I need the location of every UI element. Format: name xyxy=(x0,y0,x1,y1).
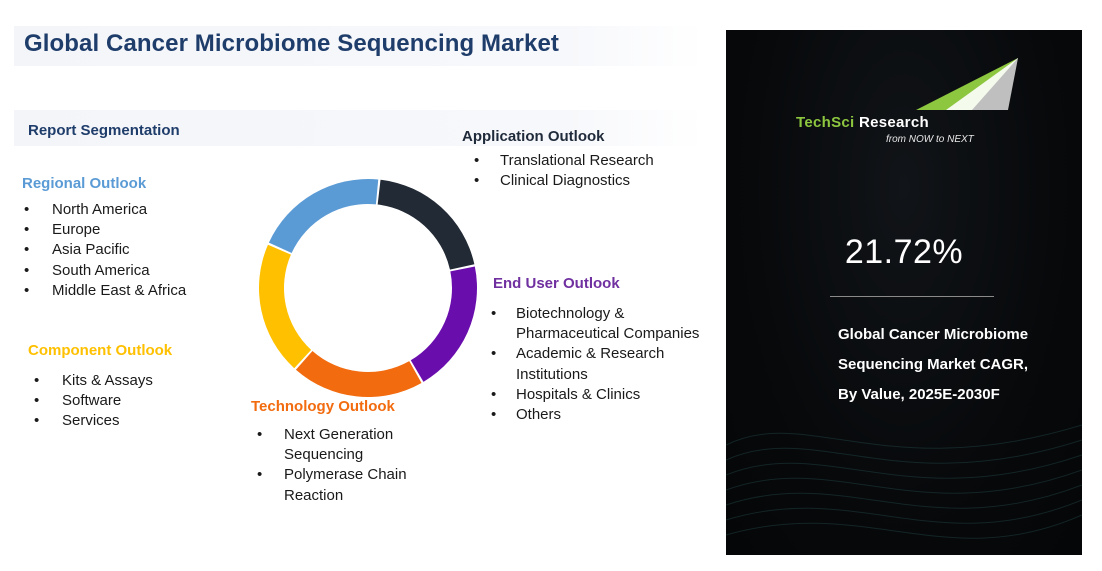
list-item: South America xyxy=(22,261,186,281)
segmentation-donut xyxy=(259,179,477,397)
component-outlook-list: Kits & Assays Software Services xyxy=(28,371,172,432)
title-band xyxy=(14,26,704,66)
list-item: Europe xyxy=(22,220,186,240)
end-user-outlook-heading: End User Outlook xyxy=(493,275,620,292)
segmentation-band xyxy=(14,110,704,146)
component-outlook-heading: Component Outlook xyxy=(28,342,173,359)
donut-segment-component xyxy=(259,244,312,369)
background-waves xyxy=(726,424,1082,539)
end-user-outlook-section: End User Outlook Biotechnology & Pharmac… xyxy=(491,275,723,425)
technology-outlook-list: Next Generation Sequencing Polymerase Ch… xyxy=(251,425,441,506)
donut-segment-regional xyxy=(268,179,379,254)
donut-segment-technology xyxy=(295,351,422,397)
list-item: Software xyxy=(28,391,172,411)
list-item: Clinical Diagnostics xyxy=(462,171,654,191)
logo-wordmark: TechSci Research xyxy=(796,114,929,131)
list-item: Hospitals & Clinics xyxy=(491,385,723,405)
donut-segment-application xyxy=(377,179,475,270)
logo-tech-text: TechSci xyxy=(796,114,855,131)
list-item: North America xyxy=(22,200,186,220)
logo-swoosh-icon xyxy=(916,58,1018,110)
list-item: Academic & Research Institutions xyxy=(491,344,723,384)
techsci-logo: TechSci Research from NOW to NEXT xyxy=(796,52,1026,152)
list-item: Asia Pacific xyxy=(22,240,186,260)
component-outlook-section: Component Outlook Kits & Assays Software… xyxy=(28,342,172,432)
cagr-panel: TechSci Research from NOW to NEXT 21.72%… xyxy=(726,30,1082,555)
technology-outlook-section: Technology Outlook Next Generation Seque… xyxy=(251,398,441,506)
logo-research-text: Research xyxy=(854,114,929,131)
list-item: Middle East & Africa xyxy=(22,281,186,301)
list-item: Polymerase Chain Reaction xyxy=(251,465,441,505)
logo-tagline: from NOW to NEXT xyxy=(886,134,974,145)
donut-segment-enduser xyxy=(410,266,477,382)
list-item: Others xyxy=(491,405,723,425)
application-outlook-section: Application Outlook Translational Resear… xyxy=(462,128,654,192)
cagr-description: Global Cancer Microbiome Sequencing Mark… xyxy=(838,326,1029,403)
regional-outlook-heading: Regional Outlook xyxy=(22,175,147,192)
report-segmentation-label: Report Segmentation xyxy=(28,122,180,139)
list-item: Services xyxy=(28,411,172,431)
regional-outlook-list: North America Europe Asia Pacific South … xyxy=(22,200,186,301)
regional-outlook-section: Regional Outlook North America Europe As… xyxy=(22,175,186,301)
cagr-value: 21.72% xyxy=(844,233,964,271)
list-item: Kits & Assays xyxy=(28,371,172,391)
list-item: Biotechnology & Pharmaceutical Companies xyxy=(491,304,723,344)
application-outlook-heading: Application Outlook xyxy=(462,128,605,145)
end-user-outlook-list: Biotechnology & Pharmaceutical Companies… xyxy=(491,304,723,425)
divider xyxy=(830,296,994,297)
technology-outlook-heading: Technology Outlook xyxy=(251,398,395,415)
page-title: Global Cancer Microbiome Sequencing Mark… xyxy=(24,30,559,57)
list-item: Next Generation Sequencing xyxy=(251,425,441,465)
list-item: Translational Research xyxy=(462,151,654,171)
application-outlook-list: Translational Research Clinical Diagnost… xyxy=(462,151,654,192)
